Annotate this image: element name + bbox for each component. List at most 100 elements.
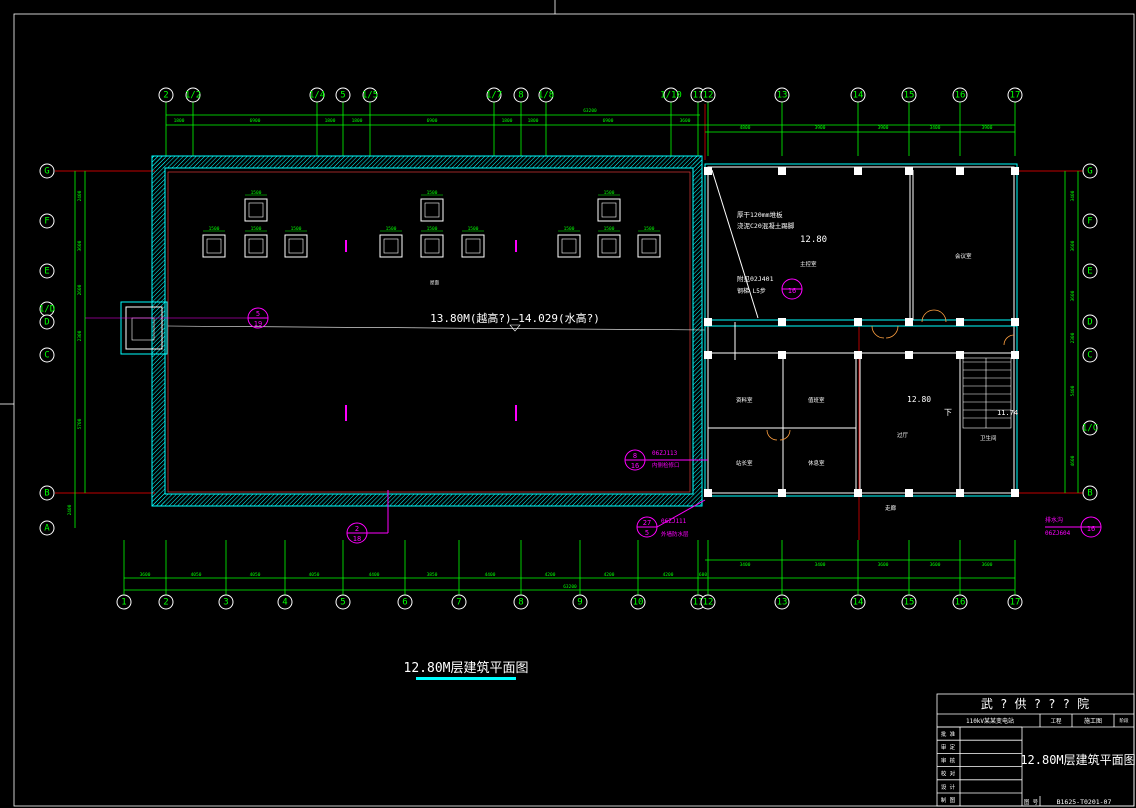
axis-bottom-5-label: 6 [402, 598, 407, 608]
axis-bottom-1: 2 [158, 594, 174, 610]
axis-top-1-label: 1/2 [185, 91, 201, 101]
axis-top-14-label: 16 [955, 91, 966, 101]
axis-top-8: 1/10 [660, 87, 682, 103]
bottom-dim: 4050 [191, 572, 202, 578]
skylight-size: 1500 [251, 190, 262, 196]
top-dim-right: 4800 [740, 125, 751, 131]
roof-skylight: 1500 [420, 226, 444, 258]
room-archive: 资料室 [736, 396, 753, 404]
roof-skylight: 1500 [461, 226, 485, 258]
axis-left-5-label: C [44, 351, 49, 361]
roof-drains [345, 240, 517, 421]
left-dim: 2400 [67, 504, 73, 515]
stair-ref: 附见02J401 [737, 274, 774, 283]
top-dim: 6900 [250, 118, 261, 124]
axis-bottom-6-label: 7 [456, 598, 461, 608]
axis-bottom-0-label: 1 [121, 598, 126, 608]
axis-right-4-label: C [1087, 351, 1092, 361]
skylight-size: 1500 [427, 190, 438, 196]
axis-top-0-label: 2 [163, 91, 168, 101]
axis-top-6-label: 8 [518, 91, 523, 101]
axis-top-0: 2 [158, 87, 174, 103]
axis-left-2: E [39, 263, 55, 279]
slab-note-1: 厚干120mm堆板 [737, 210, 783, 219]
column [905, 489, 913, 497]
detail-callouts: 5 19 2 18 8 16 06ZJ113 内侧检修口 27 5 06ZJ11… [247, 278, 1102, 544]
tb-project: 110kV某某变电站 [966, 717, 1014, 725]
axis-top-10-label: 12 [703, 91, 714, 101]
column [854, 318, 862, 326]
column [905, 318, 913, 326]
roof-skylight: 1500 [597, 190, 621, 222]
callout-3-bottom: 16 [631, 462, 639, 470]
skylight-size: 1500 [251, 226, 262, 232]
axis-top-13: 15 [901, 87, 917, 103]
column [905, 167, 913, 175]
bottom-dim: 4050 [309, 572, 320, 578]
top-dim: 3600 [680, 118, 691, 124]
top-dim-right: 3400 [930, 125, 941, 131]
column [854, 489, 862, 497]
axis-bottom-4-label: 5 [340, 598, 345, 608]
roof-skylight: 1500 [244, 190, 268, 222]
axis-bottom-13-label: 14 [853, 598, 864, 608]
axis-bottom-2: 3 [218, 594, 234, 610]
bottom-dim: 4200 [604, 572, 615, 578]
axis-bottom-10-label: 11 [693, 598, 704, 608]
roof-skylight: 1500 [379, 226, 403, 258]
axis-top-8-label: 1/10 [660, 91, 682, 101]
callout-6-ref: 排水沟 [1045, 516, 1063, 524]
top-overall-dim: 63200 [583, 108, 597, 114]
callout-2-top: 2 [355, 525, 359, 533]
skylight-size: 1500 [564, 226, 575, 232]
axis-right-4: C [1082, 347, 1098, 363]
tb-company: 武 ? 供 ? ? ? 院 [981, 697, 1089, 711]
roof-skylight: 1500 [597, 226, 621, 258]
callout-1-bottom: 19 [254, 320, 262, 328]
axis-bottom-12-label: 13 [777, 598, 788, 608]
axis-top-1: 1/2 [185, 87, 201, 103]
bottom-dim: 3600 [930, 562, 941, 568]
axis-bottom-2-label: 3 [223, 598, 228, 608]
axis-left-2-label: E [44, 267, 49, 277]
callout-3-desc: 内侧检修口 [652, 461, 680, 469]
axis-bottom-15-label: 16 [955, 598, 966, 608]
room-director: 站长室 [736, 459, 753, 467]
axis-bottom-14-label: 15 [904, 598, 915, 608]
tb-drawing-no-label: 图 号 [1024, 798, 1039, 806]
slab-note-2: 浇泥C20混凝土踢脚 [737, 221, 795, 230]
axis-top-15: 17 [1007, 87, 1023, 103]
callout-2-bottom: 18 [353, 535, 361, 543]
tb-stage-value: 施工图 [1084, 717, 1102, 725]
column [704, 489, 712, 497]
right-dim: 5400 [1070, 385, 1076, 396]
roof-skylight: 1500 [420, 190, 444, 222]
room-corridor: 走廊 [885, 504, 897, 512]
axis-right-5-label: 1/C [1082, 424, 1098, 434]
doors [766, 309, 1015, 441]
column [956, 489, 964, 497]
callout-4-ref: 06ZJ111 [661, 518, 687, 525]
right-dim: 3400 [1070, 190, 1076, 201]
axis-bottom-5: 6 [397, 594, 413, 610]
axis-bottom-7-label: 8 [518, 598, 523, 608]
column [956, 167, 964, 175]
bottom-dim: 3600 [982, 562, 993, 568]
axis-top-11-label: 13 [777, 91, 788, 101]
axis-top-5: 1/7 [486, 87, 502, 103]
axis-bottom-4: 5 [335, 594, 351, 610]
column [704, 351, 712, 359]
axis-bottom-6: 7 [451, 594, 467, 610]
axis-left-6-label: B [44, 489, 49, 499]
column [778, 167, 786, 175]
column [956, 351, 964, 359]
tb-row-label: 批 准 [941, 730, 956, 738]
axis-right-0-label: G [1087, 167, 1092, 177]
axis-right-1: F [1082, 213, 1098, 229]
bottom-dim: 4400 [369, 572, 380, 578]
tb-stage-label: 工程 [1050, 717, 1062, 725]
axis-top-11: 13 [774, 87, 790, 103]
stair-down-label: 下 [944, 408, 952, 417]
